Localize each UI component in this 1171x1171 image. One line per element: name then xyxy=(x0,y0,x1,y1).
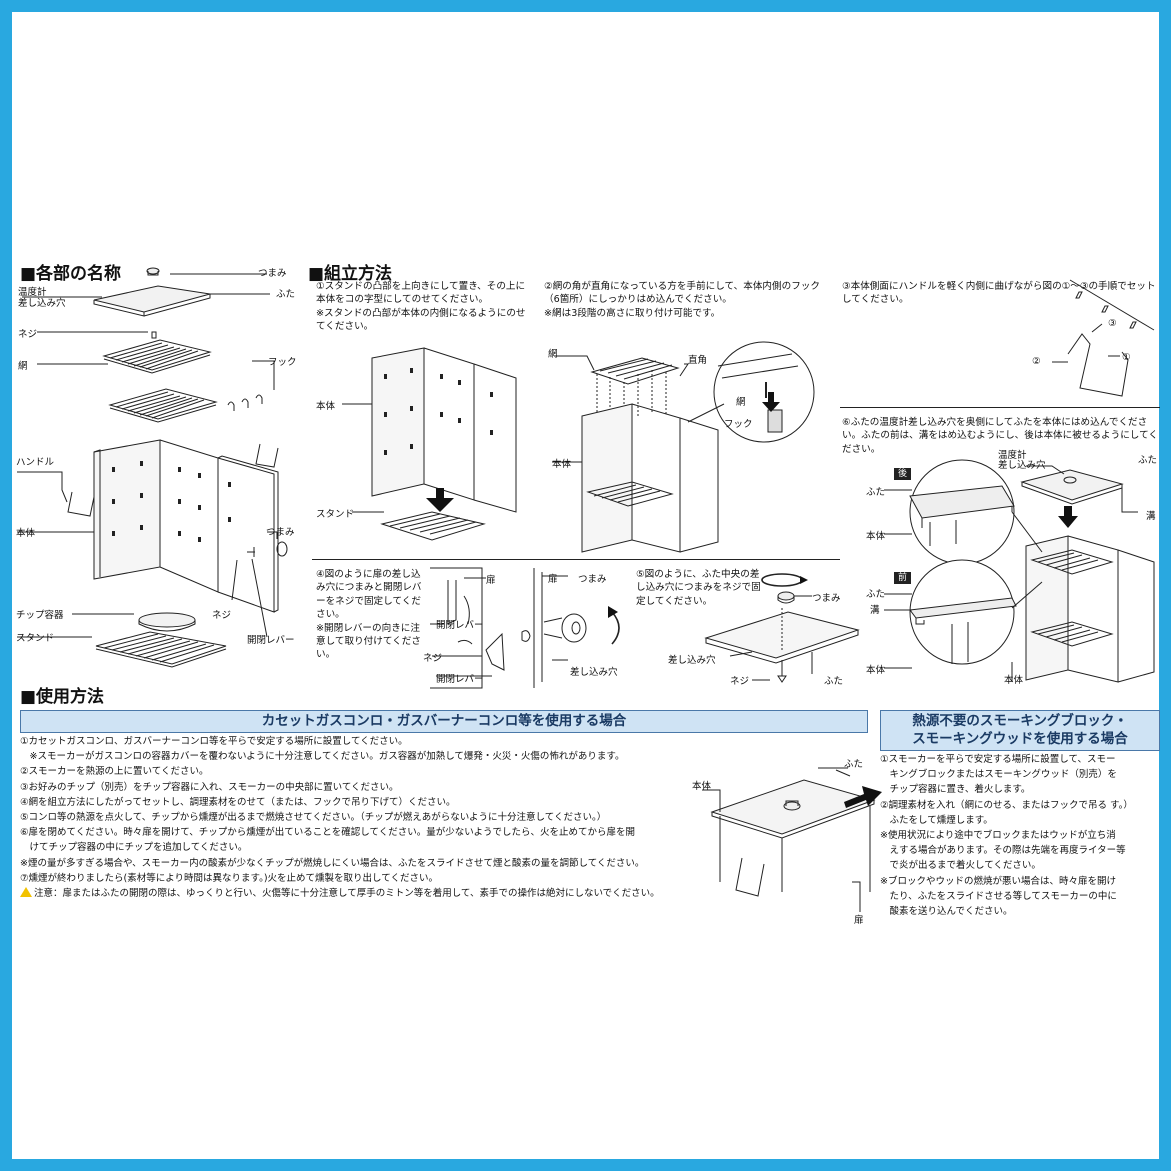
s2-label-body: 本体 xyxy=(552,459,572,470)
s4-label-lever-2: 開閉レバー xyxy=(436,674,484,685)
section-title-parts: ■各部の名称 xyxy=(20,264,122,284)
usage-block-line: ①スモーカーを平らで安定する場所に設置して、スモー xyxy=(880,754,1116,765)
section-title-assembly: ■組立方法 xyxy=(308,264,393,284)
s6-label-thermo: 温度計 差し込み穴 xyxy=(998,450,1046,471)
s3-label-n1: ① xyxy=(1122,352,1131,363)
s2-label-net: 網 xyxy=(548,349,558,360)
usage-gas-line: ①カセットガスコンロ、ガスバーナーコンロ等を平らで安定する場所に設置してください… xyxy=(20,736,408,747)
assembly-step-2-text: ②網の角が直角になっている方を手前にして、本体内側のフック（6箇所）にしっかりは… xyxy=(544,281,820,319)
s2-label-right-angle: 直角 xyxy=(688,355,708,366)
s6-label-groove-front: 溝 xyxy=(870,605,880,616)
s6-label-groove: 溝 xyxy=(1146,511,1156,522)
s6-label-lid: ふた xyxy=(1138,455,1158,466)
s4-label-hole: 差し込み穴 xyxy=(570,667,618,678)
label-screw-top: ネジ xyxy=(18,329,38,340)
assembly-step-6-figure xyxy=(884,459,1155,683)
usage-block-instructions: ①スモーカーを平らで安定する場所に設置して、スモー キングブロックまたはスモーキ… xyxy=(880,752,1133,919)
assembly-step-1-figure xyxy=(342,347,517,541)
s5-label-screw: ネジ xyxy=(730,676,750,687)
s4-label-door: 扉 xyxy=(486,575,496,586)
assembly-step-5-figure xyxy=(704,573,860,683)
usage-block-line: キングブロックまたはスモーキングウッド（別売）を xyxy=(880,769,1117,781)
s6-label-body-main: 本体 xyxy=(1004,675,1024,686)
usage-gas-line: けてチップ容器の中にチップを追加してください。 xyxy=(20,842,248,854)
usage-block-line: ※ブロックやウッドの燃焼が悪い場合は、時々扉を開け xyxy=(880,875,1116,887)
s6-label-lid-back: ふた xyxy=(866,487,886,498)
usage-gas-line: ③お好みのチップ（別売）をチップ容器に入れ、スモーカーの中央部に置いてください。 xyxy=(20,781,399,793)
s6-tag-back: 後 xyxy=(894,468,912,480)
usage-gas-instructions: ①カセットガスコンロ、ガスバーナーコンロ等を平らで安定する場所に設置してください… xyxy=(20,734,660,901)
assembly-step-1-text: ①スタンドの凸部を上向きにして置き、その上に本体をコの字型にしてのせてください。… xyxy=(316,281,526,333)
s3-label-n2: ② xyxy=(1032,356,1041,367)
label-handle: ハンドル xyxy=(16,457,55,468)
s1-label-stand: スタンド xyxy=(316,509,355,520)
usage-gas-line: ⑦燻煙が終わりましたら(素材等により時間は異なります。)火を止めて燻製を取り出し… xyxy=(20,872,438,884)
usage-gas-line: ④網を組立方法にしたがってセットし、調理素材をのせて（または、フックで吊り下げて… xyxy=(20,796,456,808)
s5-label-lid: ふた xyxy=(824,676,844,687)
label-chip-container: チップ容器 xyxy=(16,610,64,621)
usage-banner-block: 熱源不要のスモーキングブロック・ スモーキングウッドを使用する場合 xyxy=(880,710,1160,751)
section-title-usage: ■使用方法 xyxy=(20,687,105,707)
s4-label-lever: 開閉レバー xyxy=(436,620,484,631)
s6-tag-front: 前 xyxy=(894,572,912,584)
assembly-step-3-figure xyxy=(1052,279,1155,397)
assembly-step-2-figure xyxy=(552,341,815,553)
s5-label-hole: 差し込み穴 xyxy=(668,655,716,666)
usage-block-line: ②調理素材を入れ（網にのせる、またはフックで吊る す。） xyxy=(880,799,1133,811)
warning-icon xyxy=(20,887,32,898)
s6-label-lid-front: ふた xyxy=(866,589,886,600)
s1-label-body: 本体 xyxy=(316,401,336,412)
s4-label-screw: ネジ xyxy=(423,653,443,664)
usage-gas-line: ※煙の量が多すぎる場合や、スモーカー内の酸素が少なくチップが燃焼しにくい場合は、… xyxy=(20,857,645,869)
assembly-step-6-text: ⑥ふたの温度計差し込み穴を奥側にしてふたを本体にはめ込んでください。ふたの前は、… xyxy=(842,417,1159,455)
s6-label-body-back: 本体 xyxy=(866,531,886,542)
s5-label-knob: つまみ xyxy=(812,593,841,604)
usage-block-line: えする場合があります。その際は先端を再度ライター等 xyxy=(880,845,1126,857)
label-stand: スタンド xyxy=(16,633,55,644)
usage-block-line: で炎が出るまで着火してください。 xyxy=(880,860,1041,872)
s4-label-door-2: 扉 xyxy=(548,574,558,585)
s6-label-body-front: 本体 xyxy=(866,665,886,676)
label-knob-top: つまみ xyxy=(258,268,287,279)
usage-block-line: たり、ふたをスライドさせる等してスモーカーの中に xyxy=(880,890,1117,902)
divider-s3-s6 xyxy=(840,407,1160,408)
usage-banner-block-line-1: 熱源不要のスモーキングブロック・ xyxy=(912,713,1128,729)
label-lid: ふた xyxy=(276,289,296,300)
usage-caution-text: 注意：扉またはふたの開閉の際は、ゆっくりと行い、火傷等に十分注意して厚手のミトン… xyxy=(34,888,660,900)
usage-block-line: ※使用状況により途中でブロックまたはウッドが立ち消 xyxy=(880,830,1116,842)
s3-label-n3: ③ xyxy=(1108,318,1117,329)
usage-figure xyxy=(702,767,882,912)
usage-gas-line: ⑥扉を閉めてください。時々扉を開けて、チップから燻煙が出ていることを確認してくだ… xyxy=(20,827,635,839)
usage-gas-line: ⑤コンロ等の熱源を点火して、チップから燻煙が出るまで燃焼させてください。（チップ… xyxy=(20,812,607,824)
label-thermo-hole: 温度計 差し込み穴 xyxy=(18,287,66,309)
usage-fig-label-lid: ふた xyxy=(844,759,864,770)
label-screw-bottom: ネジ xyxy=(212,610,232,621)
usage-caution: 注意：扉またはふたの開閉の際は、ゆっくりと行い、火傷等に十分注意して厚手のミトン… xyxy=(20,886,660,901)
label-net: 網 xyxy=(18,361,28,372)
s2-label-net-zoom: 網 xyxy=(736,397,746,408)
label-knob-side: つまみ xyxy=(266,527,295,538)
usage-banner-gas: カセットガスコンロ・ガスバーナーコンロ等を使用する場合 xyxy=(20,710,868,733)
assembly-step-5-text: ⑤図のように、ふた中央の差し込み穴につまみをネジで固定してください。 xyxy=(636,569,761,607)
divider-s1-s4 xyxy=(312,559,840,560)
s4-label-knob: つまみ xyxy=(578,574,607,585)
assembly-step-3-text: ③本体側面にハンドルを軽く内側に曲げながら図の①～③の手順でセットしてください。 xyxy=(842,281,1156,306)
label-hook: フック xyxy=(268,357,297,368)
usage-block-line: 酸素を送り込んでください。 xyxy=(880,906,1013,918)
usage-gas-line: ②スモーカーを熱源の上に置いてください。 xyxy=(20,766,209,778)
usage-banner-block-line-2: スモーキングウッドを使用する場合 xyxy=(912,731,1128,747)
assembly-step-4-text: ④図のように扉の差し込み穴につまみと開閉レバーをネジで固定してください。 ※開閉… xyxy=(316,569,422,661)
usage-block-line: ふたをして燻煙します。 xyxy=(880,814,993,826)
parts-diagram xyxy=(17,267,288,668)
usage-gas-line: ※スモーカーがガスコンロの容器カバーを覆わないように十分注意してください。ガス容… xyxy=(20,751,625,763)
usage-fig-label-door: 扉 xyxy=(854,915,864,926)
usage-block-line: チップ容器に置き、着火します。 xyxy=(880,784,1031,796)
label-body: 本体 xyxy=(16,528,36,539)
s2-label-hook: フック xyxy=(724,419,753,430)
label-lever: 開閉レバー xyxy=(247,635,295,646)
assembly-step-4-figure xyxy=(430,567,620,689)
usage-fig-label-body: 本体 xyxy=(692,781,712,792)
